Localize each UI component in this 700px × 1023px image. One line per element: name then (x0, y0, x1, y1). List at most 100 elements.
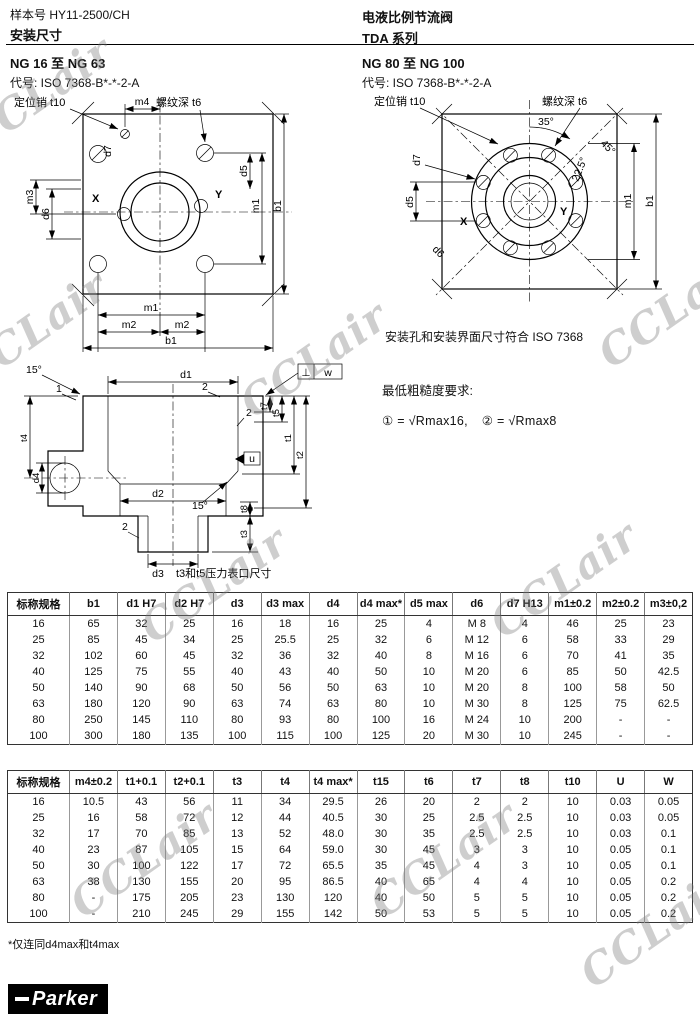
value-cell: 87 (116, 842, 166, 858)
value-cell: 3 (500, 842, 549, 858)
value-cell: 33 (596, 632, 645, 648)
angle-label-22-5: 22.5° (570, 156, 590, 183)
roughness-block: 最低粗糙度要求: ① = √Rmax16, ② = √Rmax8 (382, 380, 557, 428)
u-flag (235, 454, 244, 464)
value-cell: 40 (212, 664, 262, 680)
section-title: NG 80 至 NG 100 (362, 56, 465, 71)
angle-label-45: 45° (598, 138, 618, 158)
value-cell: 90 (116, 680, 166, 696)
size-cell: 100 (29, 908, 48, 920)
column-header: d2 H7 (164, 592, 214, 616)
value-cell: 100 (212, 728, 262, 745)
value-cell: 245 (548, 728, 597, 745)
value-cell: 3 (452, 842, 501, 858)
value-cell: 25 (308, 632, 358, 648)
value-cell: 16 (308, 615, 358, 632)
column-header: d3 (212, 592, 262, 616)
value-cell: 2 (452, 793, 501, 810)
value-cell: 135 (164, 728, 214, 745)
table-footnote: *仅连同d4max和t4max (8, 939, 120, 951)
value-cell: 10.5 (69, 793, 118, 810)
value-cell: 155 (164, 874, 214, 890)
section-code: 代号: ISO 7368-B*-*-2-A (362, 76, 492, 90)
value-cell: 93 (260, 712, 310, 728)
value-cell: 30 (356, 810, 405, 826)
value-cell: 16 (212, 615, 262, 632)
value-cell: 16 (404, 712, 453, 728)
value-cell: 0.1 (644, 858, 693, 874)
roughness-title: 最低粗糙度要求: (382, 384, 473, 398)
value-cell: 50 (356, 664, 405, 680)
value-cell: 115 (260, 728, 310, 745)
value-cell: 0.05 (644, 793, 693, 810)
dim-label-d5: d5 (404, 196, 416, 208)
dim-label-t7: t7 (259, 402, 270, 410)
dim-label-t3: t3 (239, 530, 250, 538)
section-ng16-63: NG 16 至 NG 63 代号: ISO 7368-B*-*-2-A (10, 53, 139, 91)
value-cell: 20 (404, 793, 453, 810)
column-header: d1 H7 (116, 592, 166, 616)
dim-label-t2: t2 (295, 451, 306, 459)
section-ng80-100: NG 80 至 NG 100 代号: ISO 7368-B*-*-2-A (362, 53, 491, 91)
value-cell: 0.05 (596, 842, 645, 858)
value-cell: 5 (452, 906, 501, 923)
value-cell: 43 (116, 793, 166, 810)
value-cell: 2.5 (452, 810, 501, 826)
value-cell: 15 (212, 842, 262, 858)
page-subtitle: 安装尺寸 (10, 28, 63, 44)
value-cell: 200 (548, 712, 597, 728)
dim-label-d1: d1 (180, 369, 192, 381)
value-cell: 120 (308, 890, 358, 906)
value-cell: 62.5 (644, 696, 693, 712)
value-cell: 58 (548, 632, 597, 648)
callout-1: 1 (56, 383, 62, 395)
size-cell: 50 (32, 682, 45, 694)
value-cell: 0.03 (596, 826, 645, 842)
thread-depth-label: 螺纹深 t6 (156, 95, 201, 109)
size-cell: 32 (32, 650, 45, 662)
column-header: d7 H13 (500, 592, 549, 616)
value-cell: 56 (260, 680, 310, 696)
dimensions: m4 定位销 t10 螺纹深 t6 d7 m3 d6 d5 m1 b1 (14, 95, 289, 352)
value-cell: 125 (69, 664, 118, 680)
mounting-holes (89, 144, 214, 273)
value-cell: 75 (596, 696, 645, 712)
value-cell: 45 (404, 842, 453, 858)
value-cell: 63 (308, 696, 358, 712)
header-left: 样本号 HY11-2500/CH 安装尺寸 (10, 7, 130, 44)
column-header: t6 (404, 770, 453, 794)
value-cell: 56 (164, 793, 214, 810)
dimensions: d1 15° ⊥ w 1 2 2 2 t7 t5 t1 (19, 363, 343, 580)
value-cell: 300 (69, 728, 118, 745)
value-cell: 10 (548, 826, 597, 842)
flange-plate (64, 98, 292, 310)
column-header: d5 max (404, 592, 453, 616)
column-header: d4 (308, 592, 358, 616)
column-header: m1±0.2 (548, 592, 597, 616)
value-cell: 100 (116, 858, 166, 874)
value-cell: 5 (500, 890, 549, 906)
dim-label-d7: d7 (411, 154, 423, 166)
gauge-port-caption: t3和t5压力表口尺寸 (176, 566, 271, 580)
value-cell: 0.05 (596, 858, 645, 874)
value-cell: - (596, 712, 645, 728)
column-header: U (596, 770, 645, 794)
value-cell: 58 (596, 680, 645, 696)
value-cell: 205 (164, 890, 214, 906)
dim-label-t5: t5 (271, 409, 282, 417)
port-label-x: X (92, 193, 100, 205)
port-label-x: X (460, 216, 468, 228)
value-cell: 46 (548, 615, 597, 632)
dim-label-d7: d7 (102, 145, 114, 157)
value-cell: 30 (69, 858, 118, 874)
value-cell: 142 (308, 906, 358, 923)
column-header: m4±0.2 (69, 770, 118, 794)
value-cell: M 30 (452, 728, 501, 745)
angle-label-15-mid: 15° (192, 500, 208, 512)
